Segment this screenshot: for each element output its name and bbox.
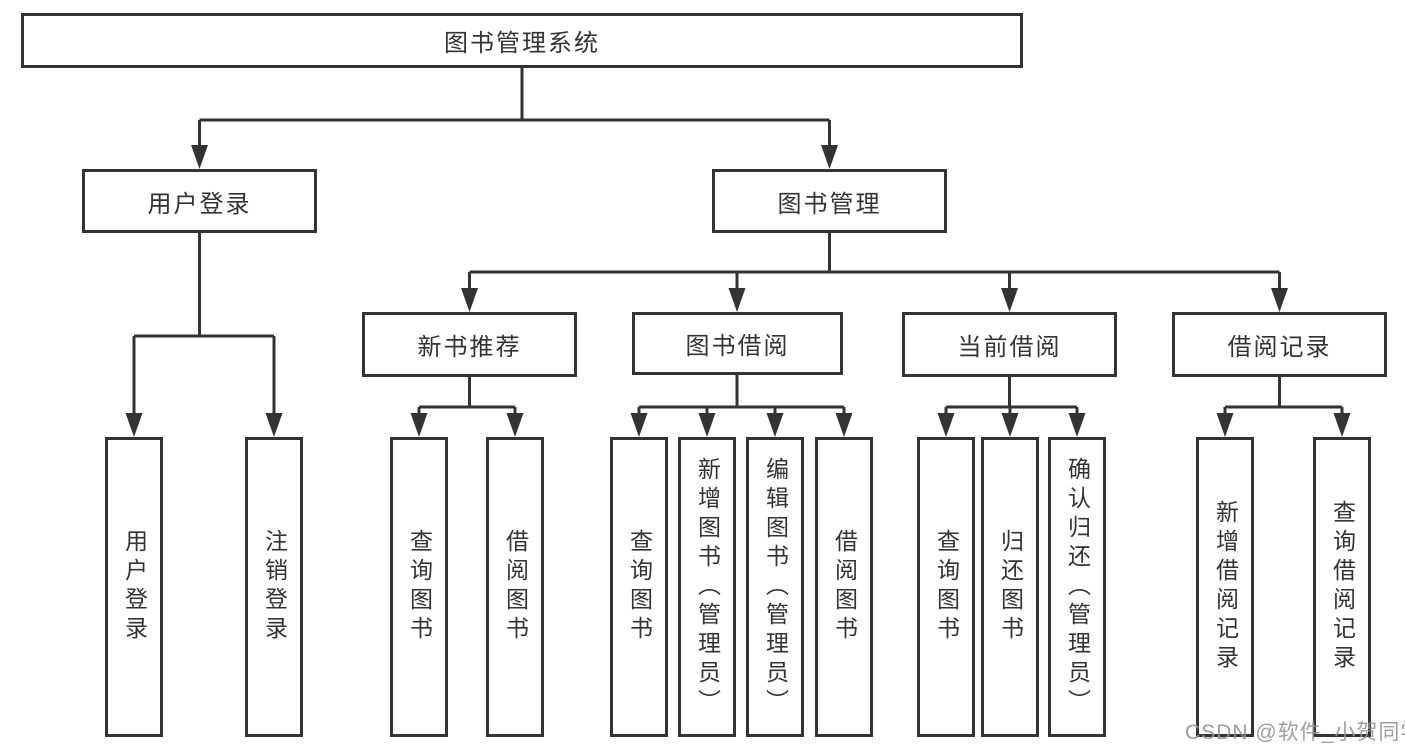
node-borrowing-records: 借阅记录	[1172, 312, 1387, 377]
watermark: CSDN @软件_小贺同学	[1185, 721, 1405, 744]
leaf-label: 编辑图书（管理员）	[762, 456, 789, 718]
leaf-add-book-admin: 新增图书（管理员）	[678, 437, 736, 737]
node-label: 当前借阅	[957, 334, 1062, 361]
arrow-down-icon	[766, 413, 784, 437]
leaf-label: 新增图书（管理员）	[694, 456, 721, 718]
arrow-down-icon	[506, 413, 524, 437]
arrow-down-icon	[1001, 413, 1019, 437]
node-label: 借阅记录	[1227, 334, 1332, 361]
leaf-label: 用户登录	[121, 529, 148, 645]
arrow-down-icon	[728, 288, 746, 312]
node-label: 图书管理系统	[444, 30, 600, 57]
leaf-search-books-recommend: 查询图书	[390, 437, 448, 737]
leaf-label: 查询借阅记录	[1329, 500, 1356, 674]
node-new-book-recommend: 新书推荐	[362, 312, 577, 377]
node-library-management-system: 图书管理系统	[21, 13, 1023, 68]
arrow-down-icon	[1333, 413, 1351, 437]
node-book-management: 图书管理	[712, 169, 947, 233]
node-current-borrowing: 当前借阅	[902, 312, 1117, 377]
leaf-borrow-books-recommend: 借阅图书	[486, 437, 544, 737]
leaf-logout: 注销登录	[245, 437, 303, 737]
arrow-down-icon	[835, 413, 853, 437]
leaf-search-books-borrowing: 查询图书	[610, 437, 668, 737]
arrow-down-icon	[1068, 413, 1086, 437]
arrow-down-icon	[1271, 288, 1288, 312]
leaf-return-book: 归还图书	[981, 437, 1039, 737]
leaf-label: 借阅图书	[502, 529, 529, 645]
leaf-search-books-current: 查询图书	[917, 437, 975, 737]
node-label: 新书推荐	[417, 334, 522, 361]
arrow-down-icon	[698, 413, 716, 437]
leaf-label: 查询图书	[406, 529, 433, 645]
arrow-down-icon	[125, 413, 143, 437]
leaf-label: 注销登录	[261, 529, 288, 645]
leaf-search-borrow-record: 查询借阅记录	[1313, 437, 1371, 737]
arrow-down-icon	[821, 145, 838, 169]
arrow-down-icon	[937, 413, 955, 437]
arrow-down-icon	[191, 145, 208, 169]
node-label: 用户登录	[147, 190, 252, 218]
leaf-user-login: 用户登录	[105, 437, 163, 737]
leaf-confirm-return-admin: 确认归还（管理员）	[1048, 437, 1106, 737]
leaf-label: 查询图书	[933, 529, 960, 645]
leaf-label: 新增借阅记录	[1212, 500, 1239, 674]
leaf-add-borrow-record: 新增借阅记录	[1196, 437, 1254, 737]
node-user-login: 用户登录	[82, 169, 317, 233]
leaf-label: 确认归还（管理员）	[1064, 456, 1091, 718]
arrow-down-icon	[461, 288, 478, 312]
leaf-label: 归还图书	[997, 529, 1024, 645]
arrow-down-icon	[1001, 288, 1018, 312]
leaf-borrow-books: 借阅图书	[815, 437, 873, 737]
node-label: 图书借阅	[685, 333, 790, 360]
node-label: 图书管理	[777, 190, 882, 218]
arrow-down-icon	[265, 413, 283, 437]
leaf-label: 借阅图书	[831, 529, 858, 645]
leaf-edit-book-admin: 编辑图书（管理员）	[746, 437, 804, 737]
arrow-down-icon	[630, 413, 648, 437]
leaf-label: 查询图书	[626, 529, 653, 645]
node-book-borrowing: 图书借阅	[632, 312, 843, 375]
arrow-down-icon	[1216, 413, 1234, 437]
arrow-down-icon	[410, 413, 428, 437]
